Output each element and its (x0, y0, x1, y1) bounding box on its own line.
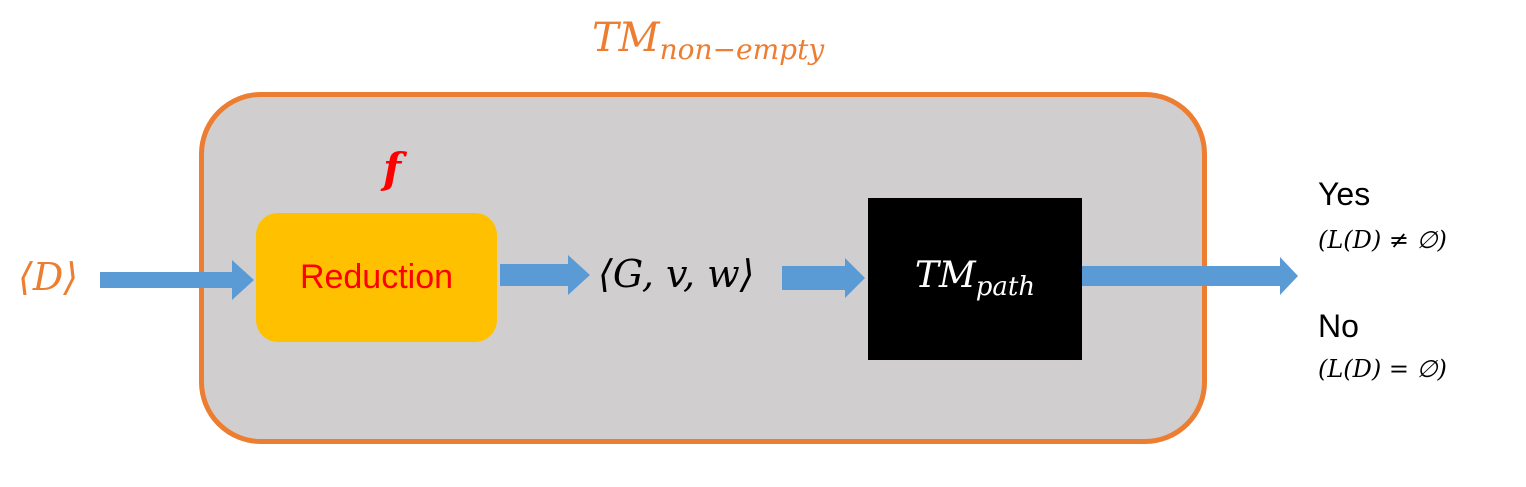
outer-machine-title: TMnon−empty (592, 18, 824, 64)
yes-condition: (L(D) ≠ ∅) (1318, 226, 1447, 254)
intermediate-tuple-label: ⟨G, v, w⟩ (598, 252, 755, 296)
outer-machine-title-base: TM (592, 15, 660, 61)
decider-label-subscript: path (975, 272, 1036, 302)
outer-machine-title-subscript: non−empty (659, 33, 825, 66)
yes-output-label: Yes (1318, 176, 1371, 212)
input-label: ⟨D⟩ (18, 255, 79, 299)
output-arrow (1082, 257, 1298, 295)
reduction-label: Reduction (299, 258, 454, 296)
decider-label-base: TM (914, 255, 976, 296)
reduction-box: Reduction (256, 213, 497, 342)
decider-label: TMpath (914, 255, 1036, 302)
reduction-to-tuple-arrow (500, 255, 590, 295)
tuple-to-decider-arrow (782, 258, 865, 298)
no-output-label: No (1318, 308, 1359, 344)
no-condition: (L(D) = ∅) (1318, 355, 1447, 383)
function-label: f (383, 144, 402, 193)
input-arrow (100, 260, 254, 300)
decider-box: TMpath (868, 198, 1082, 360)
